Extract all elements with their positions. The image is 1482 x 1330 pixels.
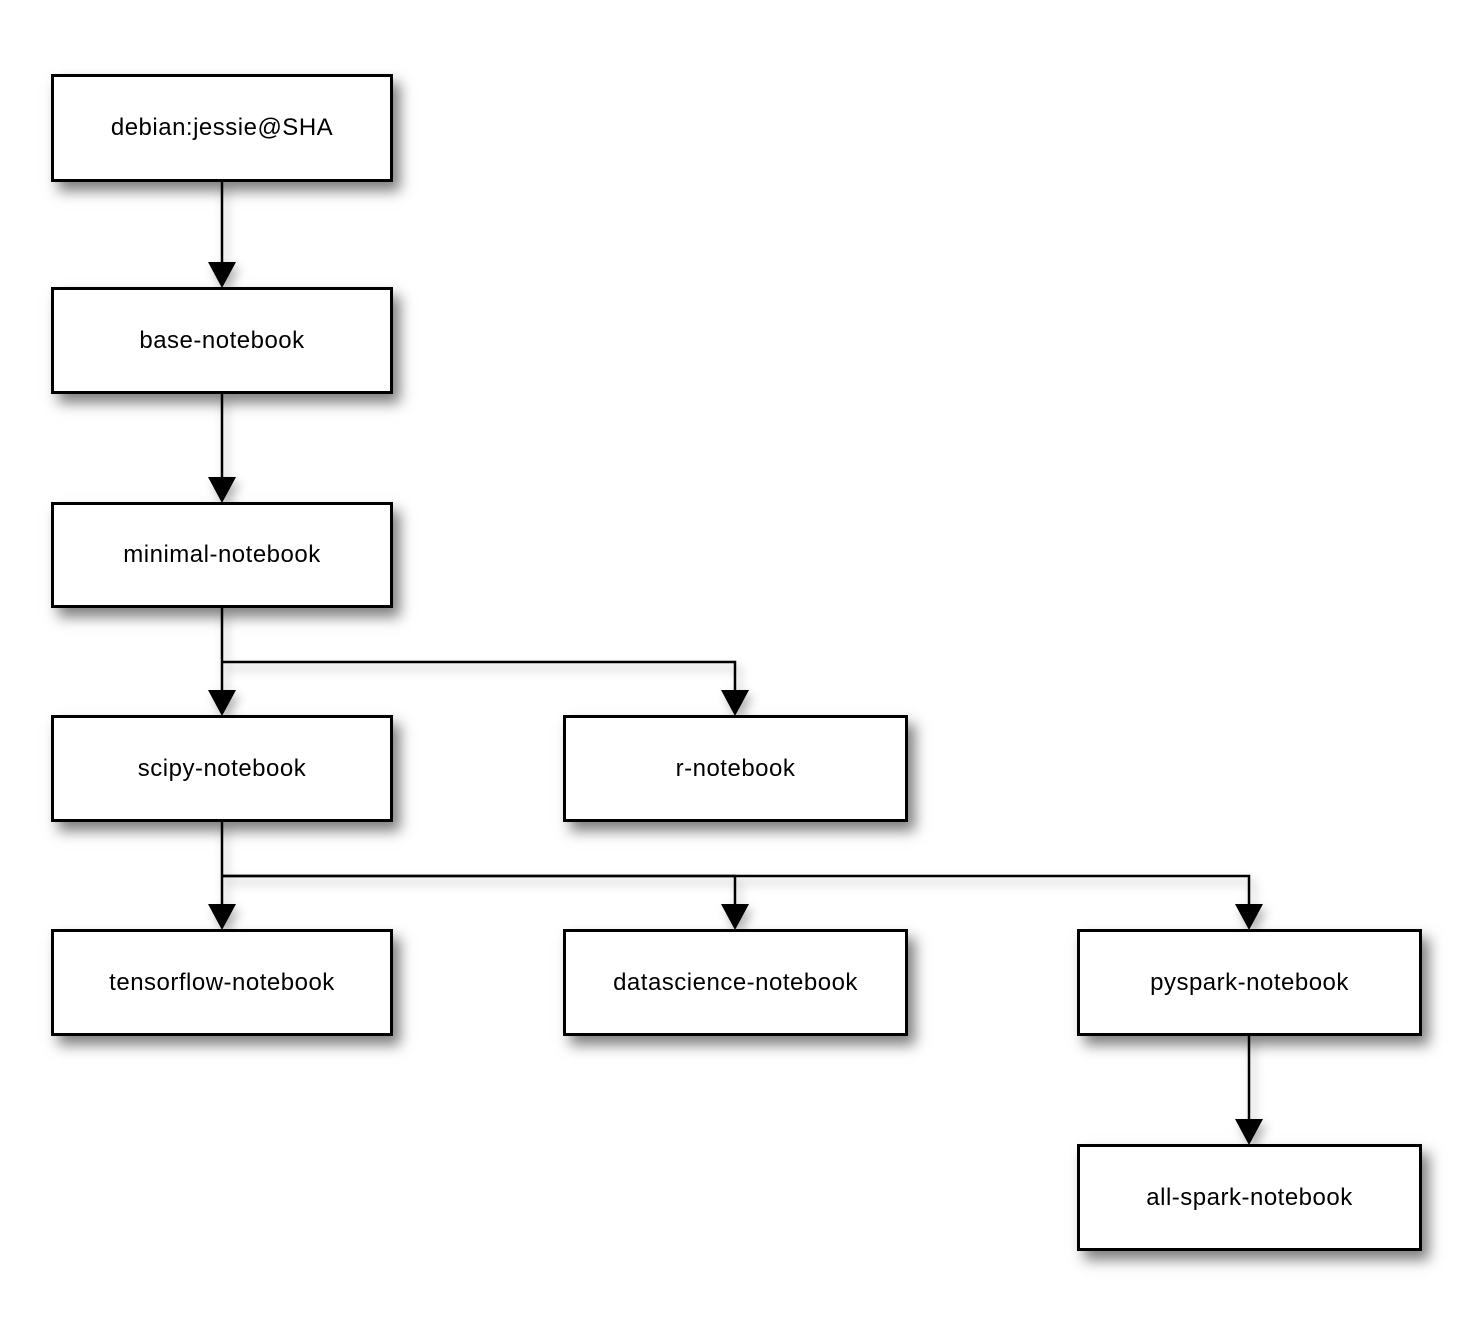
node-r-notebook: r-notebook — [563, 715, 908, 822]
node-minimal-notebook-label: minimal-notebook — [123, 541, 321, 568]
node-debian-jessie: debian:jessie@SHA — [51, 74, 393, 182]
edge-base-to-minimal — [208, 393, 236, 503]
edge-minimal-to-scipy — [208, 607, 236, 716]
node-scipy-notebook-label: scipy-notebook — [137, 754, 307, 782]
node-minimal-notebook: minimal-notebook — [51, 502, 393, 608]
node-all-spark-notebook-label: all-spark-notebook — [1146, 1183, 1353, 1211]
edge-scipy-to-datascience — [222, 874, 749, 930]
edge-debian-to-base — [208, 181, 236, 288]
edge-scipy-to-pyspark — [222, 874, 1263, 930]
node-tensorflow-notebook-label: tensorflow-notebook — [109, 968, 335, 996]
node-datascience-notebook-label: datascience-notebook — [613, 968, 858, 996]
node-datascience-notebook: datascience-notebook — [563, 929, 908, 1036]
edge-scipy-to-tensorflow — [208, 821, 236, 930]
node-pyspark-notebook-label: pyspark-notebook — [1150, 968, 1349, 996]
node-base-notebook: base-notebook — [51, 287, 393, 394]
edge-minimal-to-r — [222, 660, 749, 716]
node-r-notebook-label: r-notebook — [675, 754, 796, 782]
node-debian-jessie-label: debian:jessie@SHA — [110, 114, 334, 141]
edge-pyspark-to-allspark — [1235, 1035, 1263, 1145]
node-all-spark-notebook: all-spark-notebook — [1077, 1144, 1422, 1251]
node-scipy-notebook: scipy-notebook — [51, 715, 393, 822]
node-pyspark-notebook: pyspark-notebook — [1077, 929, 1422, 1036]
node-base-notebook-label: base-notebook — [139, 326, 305, 354]
node-tensorflow-notebook: tensorflow-notebook — [51, 929, 393, 1036]
